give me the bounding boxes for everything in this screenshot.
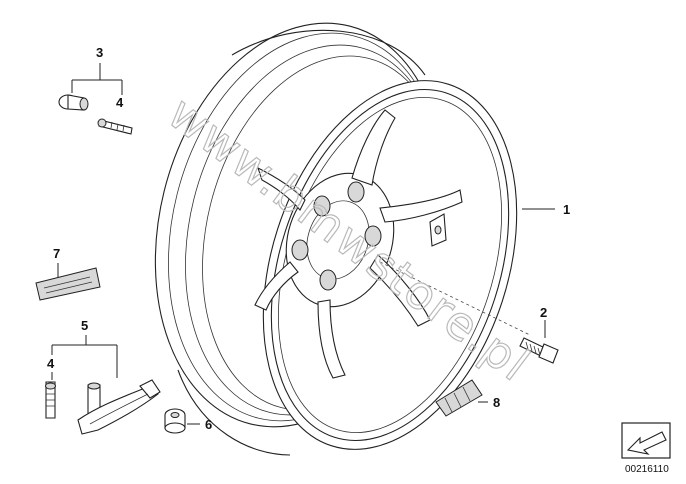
callout-5: 5 bbox=[81, 318, 88, 333]
part-4-valve-core-top bbox=[97, 118, 133, 135]
leader-line-5 bbox=[51, 335, 118, 378]
leader-line-3 bbox=[71, 63, 123, 95]
wheel-spokes bbox=[254, 109, 463, 379]
callout-4-top: 4 bbox=[116, 95, 124, 110]
callout-7: 7 bbox=[53, 246, 60, 261]
part-3-valve-cap bbox=[58, 94, 89, 111]
callout-4-bottom: 4 bbox=[47, 356, 55, 371]
callout-6: 6 bbox=[205, 417, 212, 432]
callout-8: 8 bbox=[493, 395, 500, 410]
part-6-valve-nut bbox=[164, 408, 186, 434]
part-4-valve-core-bottom bbox=[45, 381, 56, 419]
part-number-label: 00216110 bbox=[625, 464, 669, 475]
part-2-bolt bbox=[519, 337, 559, 364]
part-7-label-sticker bbox=[35, 267, 101, 301]
arrow-box-icon bbox=[621, 422, 671, 459]
callout-2: 2 bbox=[540, 305, 547, 320]
callout-1: 1 bbox=[563, 202, 570, 217]
axis-dash-line bbox=[379, 261, 531, 336]
part-8-balance-weight bbox=[435, 379, 483, 417]
part-5-tire-pressure-sensor bbox=[77, 379, 161, 435]
callout-3: 3 bbox=[96, 45, 103, 60]
